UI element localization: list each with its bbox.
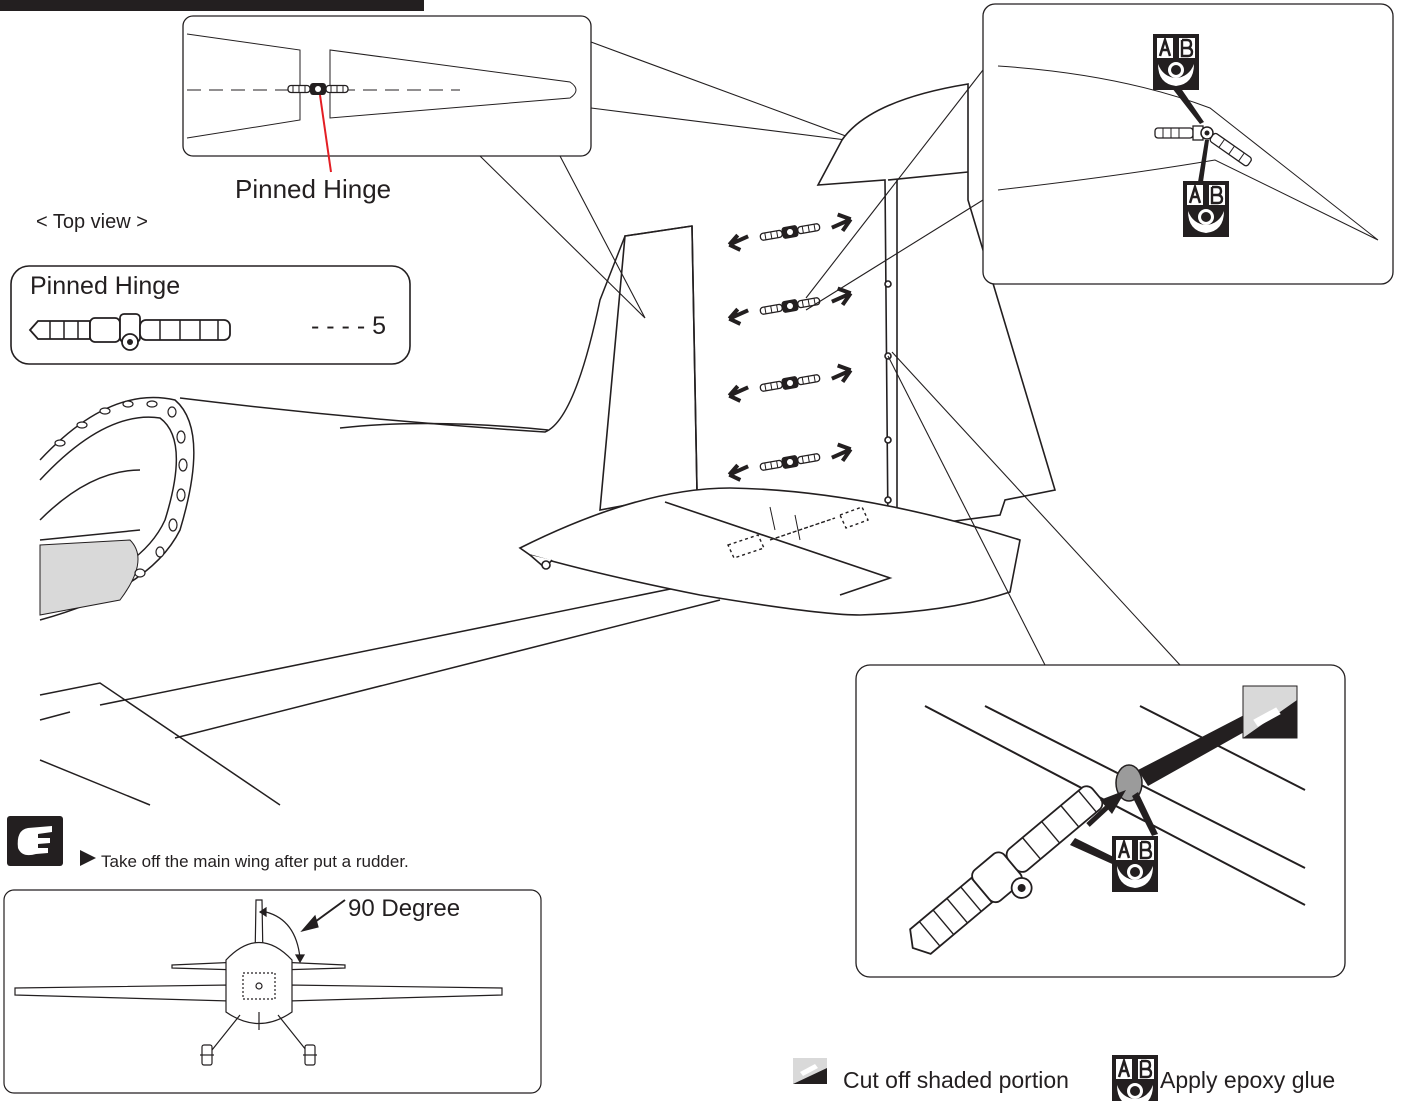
legend-cut-label: Cut off shaded portion <box>843 1067 1069 1093</box>
pinned-hinge-part-icon <box>28 313 231 351</box>
horizontal-stabilizer <box>518 487 1021 616</box>
cut-shaded-icon <box>793 1058 827 1084</box>
epoxy-badge-bottom <box>1181 179 1231 239</box>
hinge-glue-callout <box>805 3 1394 311</box>
large-hinge <box>909 785 1104 955</box>
triangle-bullet <box>80 850 96 866</box>
note-text: Take off the main wing after put a rudde… <box>101 852 409 871</box>
epoxy-badge-top <box>1151 32 1201 92</box>
pinned-hinge-callout-label: Pinned Hinge <box>235 174 392 204</box>
hinge-top-view-callout <box>182 15 863 319</box>
epoxy-glue-icon <box>1110 1053 1160 1101</box>
fuselage-assembly <box>39 225 721 806</box>
rudder <box>816 83 1057 531</box>
hinge-slot-marks <box>727 506 869 559</box>
angle-label: 90 Degree <box>348 895 461 922</box>
legend-glue-label: Apply epoxy glue <box>1160 1067 1336 1093</box>
hinge-arrows <box>727 212 853 482</box>
red-leader-line <box>319 94 332 173</box>
epoxy-badge-insert <box>1110 834 1160 894</box>
top-view-label: < Top view > <box>36 211 148 233</box>
cockpit-shade <box>39 539 139 616</box>
parts-box-name: Pinned Hinge <box>30 272 181 300</box>
pointing-hand-icon <box>7 816 63 866</box>
header-bar <box>0 0 424 11</box>
parts-box-quantity: - - - - 5 <box>311 312 386 340</box>
hinge-insert-callout <box>855 351 1346 978</box>
parts-box <box>10 265 411 365</box>
former-holes <box>54 400 188 578</box>
front-view-box <box>3 889 542 1094</box>
vertical-fin <box>599 225 698 511</box>
